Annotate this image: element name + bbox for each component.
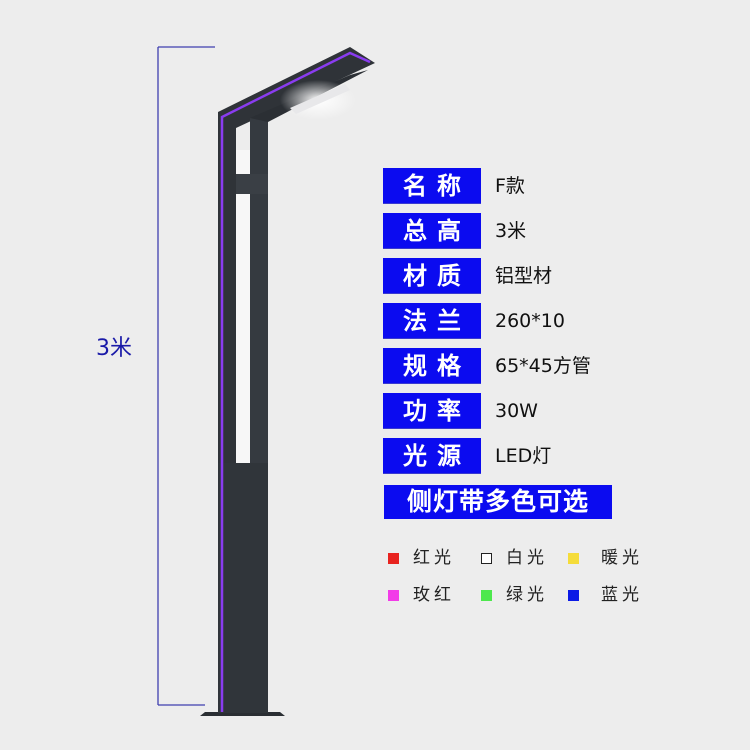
legend-white: 白光 bbox=[481, 548, 548, 568]
purple-led-strip bbox=[220, 51, 371, 712]
crossbar bbox=[236, 174, 268, 194]
white-swatch-icon bbox=[481, 552, 492, 564]
legend-label: 红光 bbox=[413, 548, 455, 568]
legend-rose: 玫红 bbox=[388, 585, 455, 605]
green-swatch-icon bbox=[481, 589, 492, 601]
legend-warm: 暖光 bbox=[568, 548, 643, 568]
color-options-banner: 侧灯带多色可选 bbox=[384, 485, 612, 519]
magenta-swatch-icon bbox=[388, 589, 399, 601]
legend-red: 红光 bbox=[388, 548, 455, 568]
legend-label: 玫红 bbox=[413, 585, 455, 605]
legend-blue: 蓝光 bbox=[568, 585, 643, 605]
spec-label-height: 总高 bbox=[383, 213, 481, 249]
blue-swatch-icon bbox=[568, 589, 579, 601]
spec-value-name: F款 bbox=[495, 175, 525, 197]
spec-label-name: 名称 bbox=[383, 168, 481, 204]
base-block bbox=[218, 463, 268, 713]
red-swatch-icon bbox=[388, 552, 399, 564]
spec-value-height: 3米 bbox=[495, 220, 527, 242]
spec-label-material: 材质 bbox=[383, 258, 481, 294]
height-dimension-line bbox=[157, 46, 215, 706]
spec-value-source: LED灯 bbox=[495, 445, 552, 467]
spec-label-source: 光源 bbox=[383, 438, 481, 474]
legend-label: 蓝光 bbox=[601, 585, 643, 605]
legend-green: 绿光 bbox=[481, 585, 548, 605]
spec-value-power: 30W bbox=[495, 400, 538, 422]
legend-label: 白光 bbox=[506, 548, 548, 568]
led-module bbox=[290, 84, 350, 114]
light-panel bbox=[236, 150, 251, 465]
spec-label-size: 规格 bbox=[383, 348, 481, 384]
spec-value-material: 铝型材 bbox=[495, 265, 553, 287]
spec-label-flange: 法兰 bbox=[383, 303, 481, 339]
spec-value-size: 65*45方管 bbox=[495, 355, 591, 377]
yellow-swatch-icon bbox=[568, 552, 579, 564]
spec-value-flange: 260*10 bbox=[495, 310, 565, 332]
legend-label: 绿光 bbox=[506, 585, 548, 605]
height-label: 3米 bbox=[96, 336, 132, 361]
legend-label: 暖光 bbox=[601, 548, 643, 568]
spec-label-power: 功率 bbox=[383, 393, 481, 429]
